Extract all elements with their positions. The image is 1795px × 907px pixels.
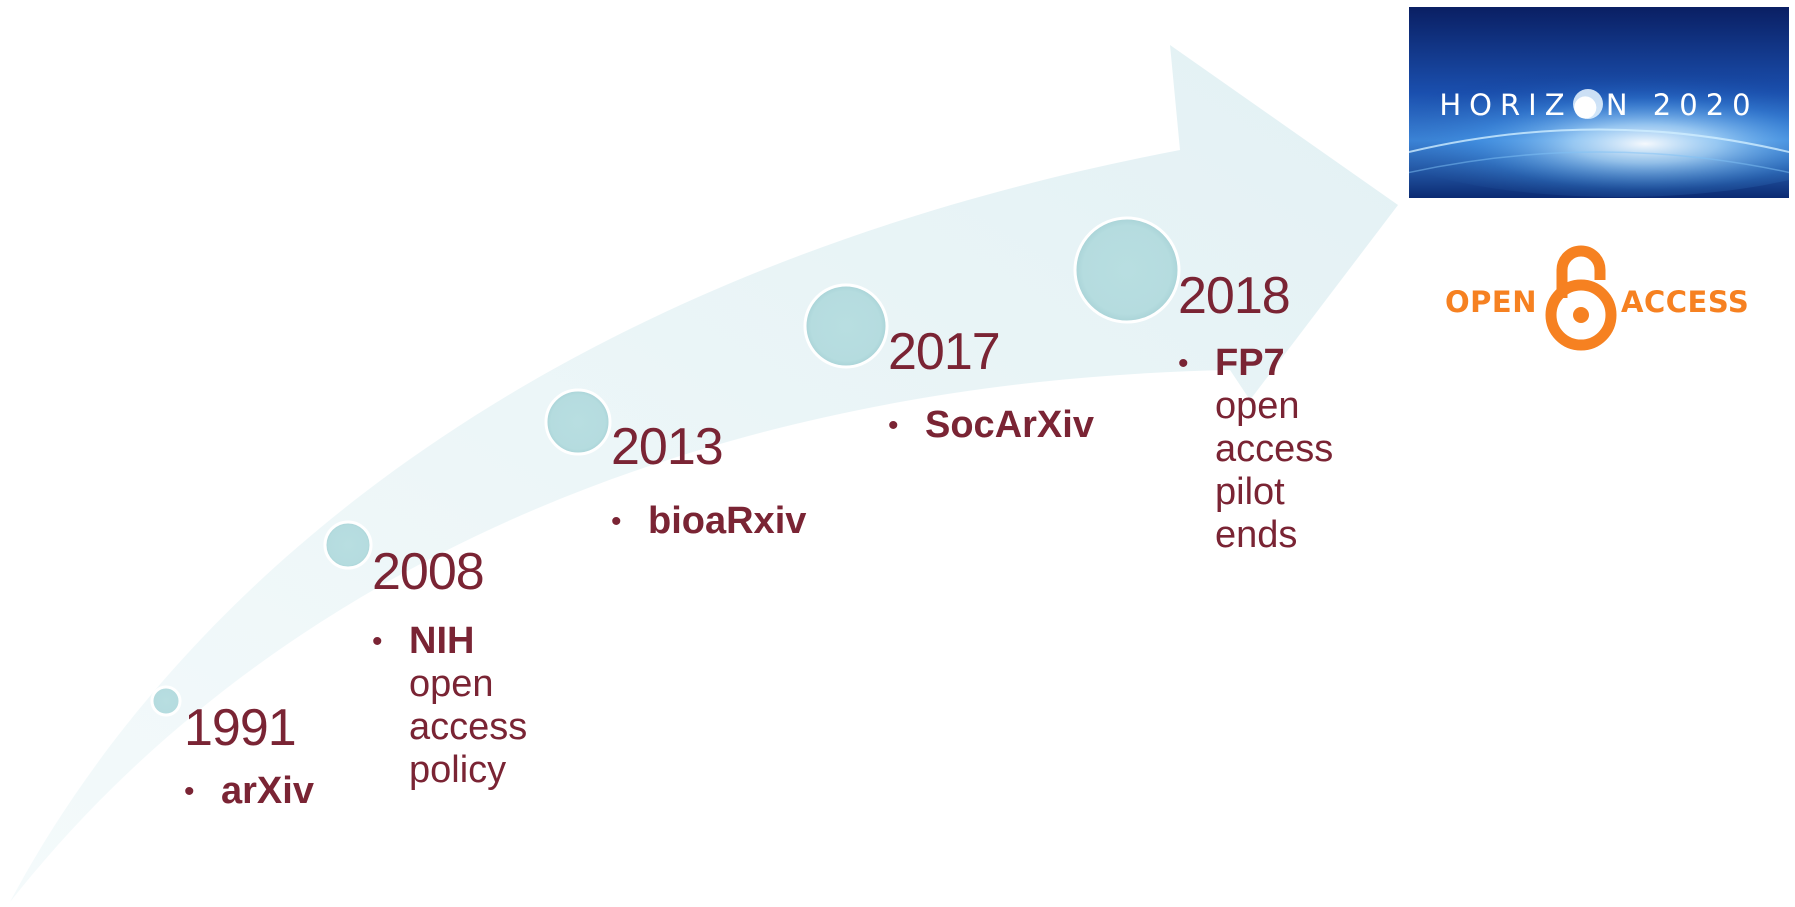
- milestone-item-text: ends: [1215, 514, 1298, 556]
- bullet-icon: •: [372, 625, 383, 658]
- open-access-text-access: ACCESS: [1621, 285, 1750, 319]
- milestone-year: 2017: [888, 323, 1001, 381]
- milestone-item-text: policy: [409, 749, 507, 791]
- open-lock-icon: [1545, 245, 1617, 351]
- milestone-item-title: arXiv: [221, 770, 314, 812]
- milestone-item-title: NIH: [409, 620, 475, 662]
- milestone-item-text: open: [1215, 385, 1300, 427]
- milestone-item: • bioaRxiv: [611, 500, 806, 543]
- horizon-2020-logo: HORIZ●N 2020: [1409, 7, 1789, 198]
- milestone-circle-2018: [1073, 216, 1181, 324]
- milestone-list: • arXiv: [184, 770, 314, 813]
- open-access-text-open: OPEN: [1445, 285, 1537, 319]
- milestone-item: • FP7 open access pilot ends: [1178, 342, 1333, 557]
- milestone-item-title: bioaRxiv: [648, 500, 807, 542]
- open-access-logo: OPEN ACCESS: [1440, 240, 1760, 355]
- milestone-list: • FP7 open access pilot ends: [1178, 342, 1333, 557]
- milestone-year: 2018: [1178, 267, 1291, 325]
- milestone-2018: 2018 • FP7 open access pilot ends: [1178, 268, 1333, 557]
- milestone-item: • arXiv: [184, 770, 314, 813]
- arrow-shape: [10, 45, 1398, 902]
- bullet-icon: •: [611, 505, 622, 538]
- milestone-1991: 1991 • arXiv: [184, 700, 314, 813]
- bullet-icon: •: [1178, 347, 1189, 380]
- milestone-item-text: access: [409, 706, 528, 748]
- milestone-list: • SocArXiv: [888, 404, 1094, 447]
- milestone-list: • NIH open access policy: [372, 620, 527, 792]
- milestone-year: 1991: [184, 699, 297, 757]
- milestone-circle-2013: [544, 388, 612, 456]
- milestone-2017: 2017 • SocArXiv: [888, 324, 1094, 447]
- milestone-list: • bioaRxiv: [611, 500, 806, 543]
- milestone-2013: 2013 • bioaRxiv: [611, 419, 806, 543]
- milestone-item-text: open: [409, 663, 494, 705]
- milestone-circle-2008: [323, 520, 373, 570]
- milestone-circle-1991: [150, 685, 182, 717]
- milestone-item-text: access: [1215, 428, 1334, 470]
- milestone-2008: 2008 • NIH open access policy: [372, 544, 527, 792]
- milestone-item: • SocArXiv: [888, 404, 1094, 447]
- bullet-icon: •: [184, 775, 195, 808]
- milestone-circle-2017: [803, 283, 889, 369]
- milestone-year: 2008: [372, 543, 485, 601]
- milestone-item-text: pilot: [1215, 471, 1285, 513]
- milestone-item: • NIH open access policy: [372, 620, 527, 792]
- horizon-2020-text: HORIZ●N 2020: [1439, 88, 1759, 122]
- milestone-item-title: SocArXiv: [925, 404, 1094, 446]
- bullet-icon: •: [888, 409, 899, 442]
- milestone-year: 2013: [611, 418, 724, 476]
- milestone-item-title: FP7: [1215, 342, 1285, 384]
